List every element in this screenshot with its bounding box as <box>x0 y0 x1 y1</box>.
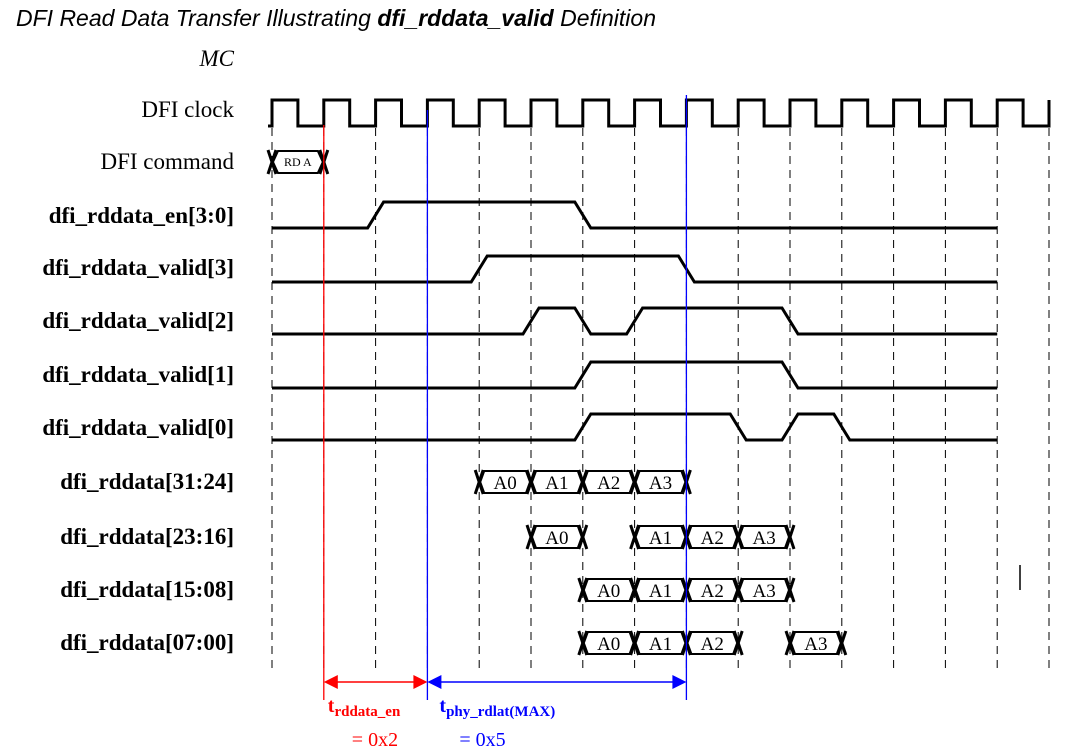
tphy-rdlat-value: = 0x5 <box>459 729 505 751</box>
data-beat-text: A2 <box>701 581 724 602</box>
data-beat-text: A0 <box>597 581 620 602</box>
trddata-en-value: = 0x2 <box>352 729 398 751</box>
data-beat-text: A3 <box>752 581 775 602</box>
diagram-title: DFI Read Data Transfer Illustrating dfi_… <box>16 5 656 31</box>
rddata-31-24-label: dfi_rddata[31:24] <box>60 469 234 494</box>
data-beat-text: A2 <box>597 473 620 494</box>
data-beat-cross <box>784 577 796 603</box>
tphy-rdlat-arrow <box>427 675 687 689</box>
data-beat-text: A1 <box>649 581 672 602</box>
data-beat-cross <box>629 524 641 550</box>
rddata-15-08-label: dfi_rddata[15:08] <box>60 577 234 602</box>
data-beat-text: A2 <box>701 528 724 549</box>
data-beat-text: A2 <box>701 634 724 655</box>
arrow-head-right <box>413 675 428 689</box>
arrow-head-right <box>672 675 687 689</box>
data-beat-cross <box>732 630 744 656</box>
command-label: DFI command <box>100 149 234 174</box>
data-beat-text: A1 <box>649 528 672 549</box>
signal-labels: DFI clock DFI command dfi_rddata_en[3:0]… <box>42 97 234 655</box>
timing-annotations: trddata_en = 0x2 tphy_rdlat(MAX) = 0x5 <box>328 695 555 751</box>
data-beat-text: A0 <box>493 473 516 494</box>
arrow-head-left <box>323 675 338 689</box>
rddata-valid-3-waveform <box>272 254 998 284</box>
rddata-en-waveform <box>272 200 998 230</box>
rddata-valid-2-waveform <box>272 306 998 336</box>
command-bus: RD A <box>266 149 330 175</box>
rddata-valid-2-label: dfi_rddata_valid[2] <box>42 308 234 333</box>
data-beat-cross <box>577 524 589 550</box>
data-beat-text: A0 <box>597 634 620 655</box>
data-beat-cross <box>784 630 796 656</box>
data-beat-cross <box>732 577 744 603</box>
command-value: RD A <box>284 155 312 169</box>
data-beat-text: A1 <box>545 473 568 494</box>
trddata-en-label: trddata_en <box>328 695 401 720</box>
data-beat-cross <box>784 524 796 550</box>
mc-label: MC <box>199 46 235 71</box>
data-beat-text: A3 <box>649 473 672 494</box>
data-beat-cross <box>525 469 537 495</box>
data-beat-cross <box>629 630 641 656</box>
clock-label: DFI clock <box>141 97 234 122</box>
rddata-07-00-label: dfi_rddata[07:00] <box>60 630 234 655</box>
data-beat-cross <box>629 469 641 495</box>
data-beat-cross <box>732 524 744 550</box>
clock-waveform <box>268 98 1051 128</box>
data-lane: A0 A1 A2 A3 <box>577 577 796 603</box>
data-beat-text: A0 <box>545 528 568 549</box>
rddata-valid-1-label: dfi_rddata_valid[1] <box>42 362 234 387</box>
rddata-en-label: dfi_rddata_en[3:0] <box>49 203 234 228</box>
arrow-head-left <box>427 675 442 689</box>
tphy-rdlat-label: tphy_rdlat(MAX) <box>439 695 555 720</box>
rddata-valid-3-label: dfi_rddata_valid[3] <box>42 255 234 280</box>
rddata-valid-0-waveform <box>272 412 998 442</box>
data-beat-cross <box>577 630 589 656</box>
rddata-23-16-label: dfi_rddata[23:16] <box>60 524 234 549</box>
data-lane: A0 A1 A2 A3 <box>577 630 848 656</box>
data-beat-cross <box>525 524 537 550</box>
data-lane: A0 A1 A2 A3 <box>525 524 796 550</box>
data-beat-cross <box>836 630 848 656</box>
data-beat-cross <box>577 469 589 495</box>
rddata-valid-0-label: dfi_rddata_valid[0] <box>42 415 234 440</box>
data-lane: A0 A1 A2 A3 <box>473 469 692 495</box>
data-beat-cross <box>577 577 589 603</box>
data-beat-text: A3 <box>804 634 827 655</box>
data-beat-text: A3 <box>752 528 775 549</box>
command-cross <box>266 149 278 175</box>
timing-markers <box>323 95 688 700</box>
data-beat-text: A1 <box>649 634 672 655</box>
data-beat-cross <box>629 577 641 603</box>
data-beat-cross <box>473 469 485 495</box>
trddata-en-arrow <box>323 675 428 689</box>
